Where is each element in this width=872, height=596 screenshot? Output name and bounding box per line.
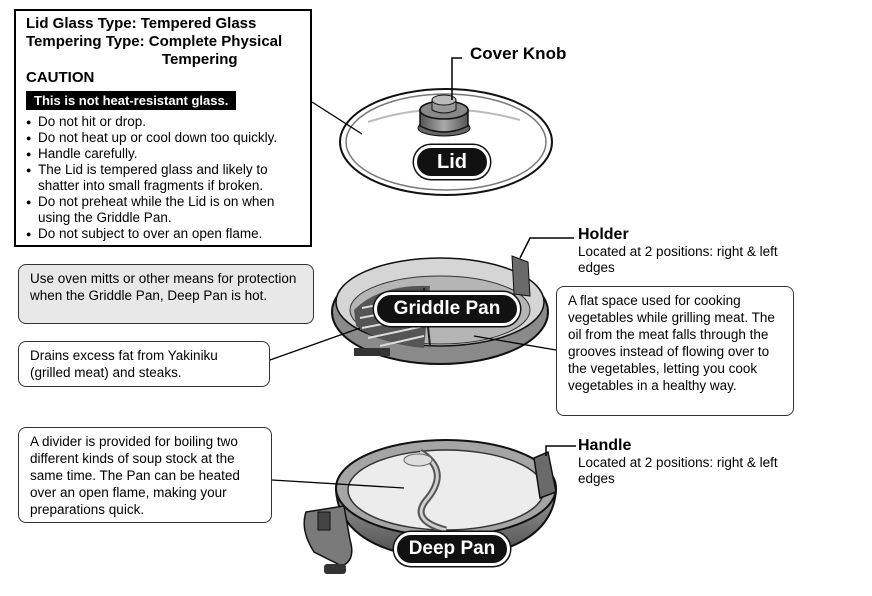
lid-glass-type: Lid Glass Type: Tempered Glass xyxy=(26,15,257,32)
lid-illustration xyxy=(339,88,553,196)
tempering-type-cont: Tempering xyxy=(162,51,238,68)
holder-title: Holder xyxy=(578,226,629,243)
warning-bar: This is not heat-resistant glass. xyxy=(26,91,237,110)
cover-knob-label: Cover Knob xyxy=(470,44,567,63)
handle-title: Handle xyxy=(578,437,632,454)
holder-annotation: Holder Located at 2 positions: right & l… xyxy=(578,226,798,276)
caution-heading: CAUTION xyxy=(26,69,95,86)
deep-pan-label: Deep Pan xyxy=(394,532,510,566)
cover-knob-illustration xyxy=(417,94,471,137)
tempering-type: Tempering Type: Complete Physical xyxy=(26,33,283,50)
list-item: Handle carefully. xyxy=(26,146,300,162)
list-item: The Lid is tempered glass and likely to … xyxy=(26,162,300,194)
handle-left-illustration xyxy=(303,505,353,574)
griddle-pan-label: Griddle Pan xyxy=(374,292,520,326)
lid-label: Lid xyxy=(414,145,490,179)
handle-annotation: Handle Located at 2 positions: right & l… xyxy=(578,437,798,487)
flat-space-callout: A flat space used for cooking vegetables… xyxy=(556,286,794,416)
list-item: Do not heat up or cool down too quickly. xyxy=(26,130,300,146)
holder-desc: Located at 2 positions: right & left edg… xyxy=(578,244,778,275)
caution-box: Lid Glass Type: Tempered Glass Tempering… xyxy=(14,9,312,247)
handle-right-illustration xyxy=(533,450,557,500)
list-item: Do not hit or drop. xyxy=(26,114,300,130)
caution-list: Do not hit or drop. Do not heat up or co… xyxy=(26,114,300,242)
divider-callout: A divider is provided for boiling two di… xyxy=(18,427,272,523)
oven-mitts-callout: Use oven mitts or other means for protec… xyxy=(18,264,314,324)
handle-desc: Located at 2 positions: right & left edg… xyxy=(578,455,778,486)
list-item: Do not subject to over an open flame. xyxy=(26,226,300,242)
list-item: Do not preheat while the Lid is on when … xyxy=(26,194,300,226)
drains-fat-callout: Drains excess fat from Yakiniku (grilled… xyxy=(18,341,270,387)
